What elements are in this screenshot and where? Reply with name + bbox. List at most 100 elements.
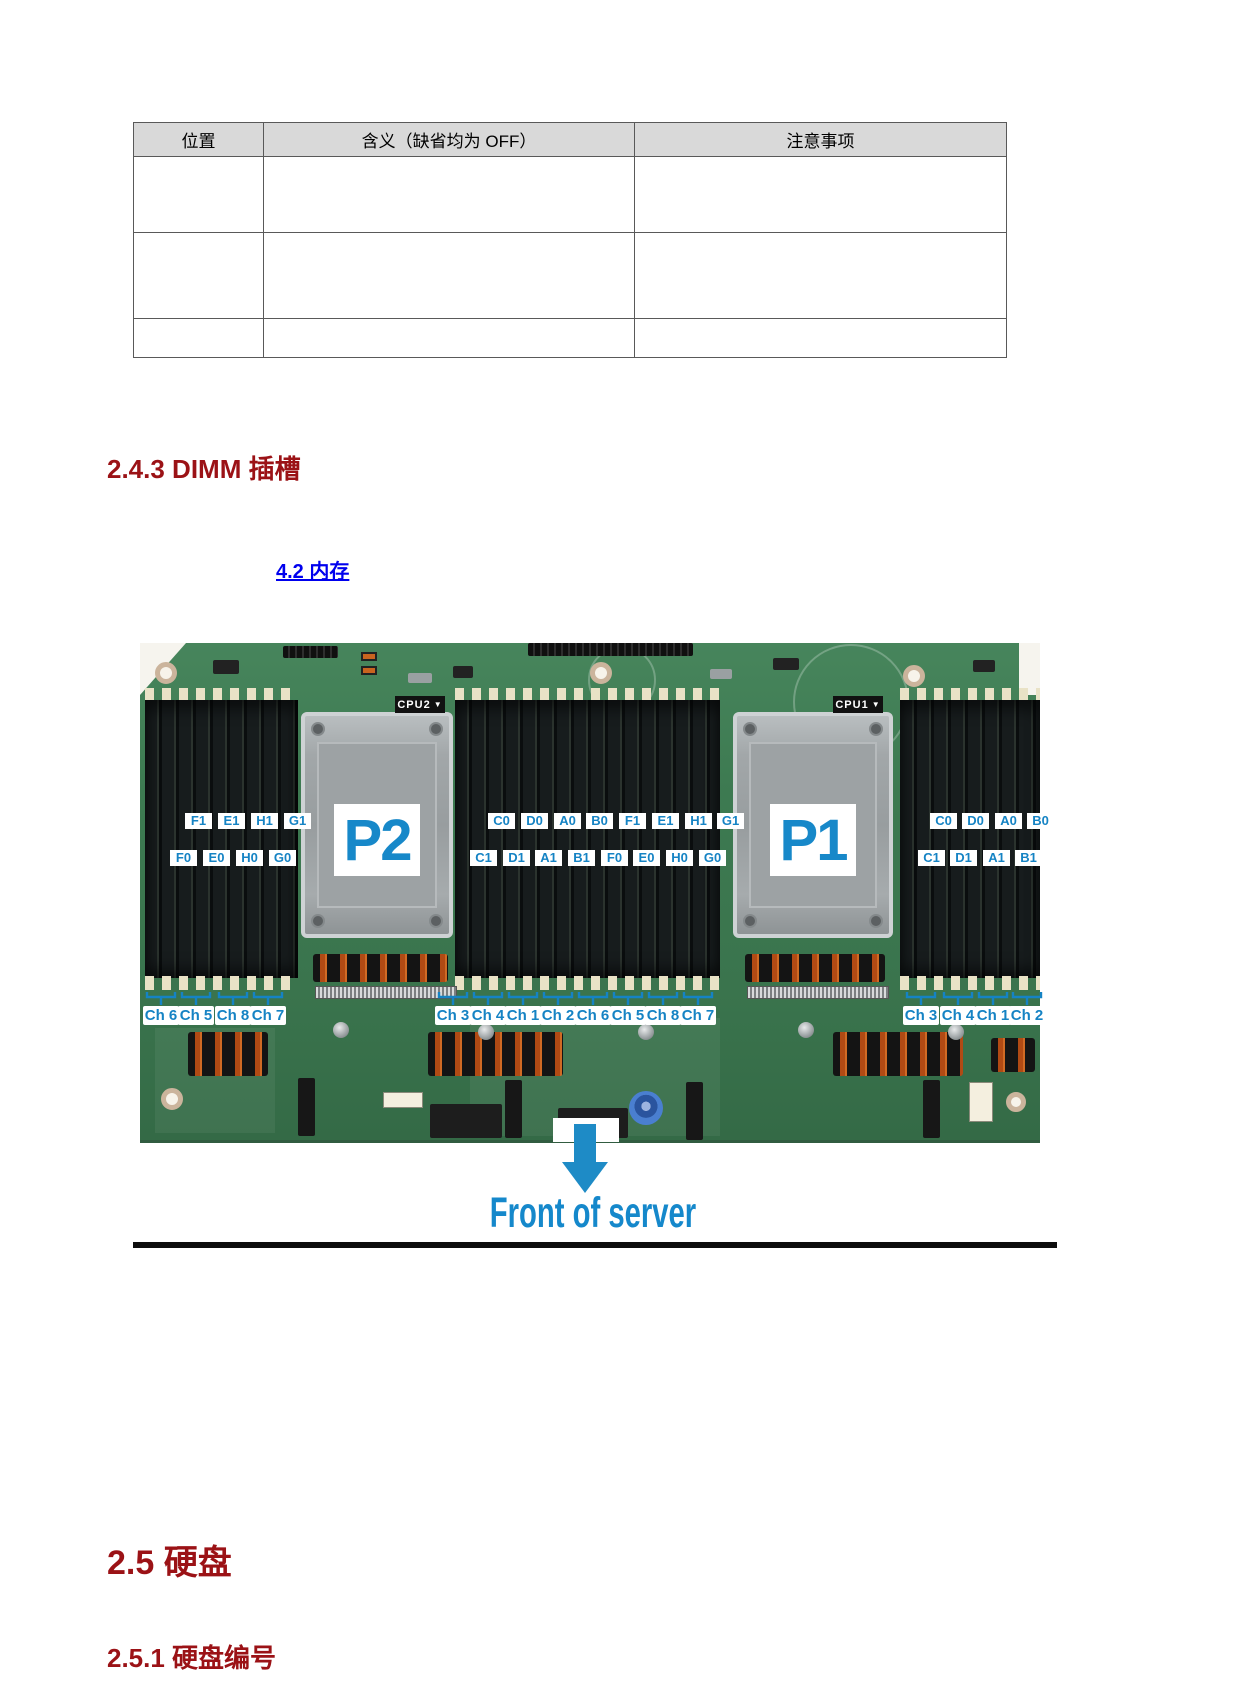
vrm-components bbox=[188, 1032, 268, 1076]
dimm-slot-label-d1: D1 bbox=[503, 850, 530, 866]
channel-bracket-icon bbox=[250, 991, 286, 1005]
dimm-slot-label-h0: H0 bbox=[236, 850, 263, 866]
table-cell bbox=[634, 232, 1007, 319]
dimm-slot-label-e1: E1 bbox=[218, 813, 245, 829]
bottom-connector bbox=[923, 1080, 940, 1138]
channel-label-ch3: Ch 3 bbox=[435, 1006, 471, 1025]
vrm-components bbox=[313, 954, 448, 982]
cpu1-tag: CPU1▼ bbox=[833, 696, 883, 713]
socket-screw bbox=[869, 722, 883, 736]
dimm-slot-figure: P2 P1 CPU2▼ CPU1▼ bbox=[133, 640, 1057, 1250]
triangle-down-icon: ▼ bbox=[433, 700, 443, 709]
col-header-notes: 注意事项 bbox=[634, 122, 1007, 157]
channel-bracket-icon bbox=[435, 991, 471, 1005]
dimm-clip-row bbox=[145, 688, 298, 702]
channel-bracket-icon bbox=[1009, 991, 1045, 1005]
channel-bracket-icon bbox=[540, 991, 576, 1005]
bottom-connector-wide bbox=[430, 1104, 502, 1138]
dimm-clip-row bbox=[900, 976, 1040, 990]
channel-bracket-icon bbox=[680, 991, 716, 1005]
white-connector bbox=[969, 1082, 993, 1122]
capacitor bbox=[333, 1022, 349, 1038]
table-header-row: 位置 含义（缺省均为 OFF） 注意事项 bbox=[133, 122, 1007, 157]
channel-bracket-icon bbox=[645, 991, 681, 1005]
table-cell bbox=[263, 156, 635, 233]
photo-corner-cut bbox=[1019, 643, 1040, 695]
dimm-slot-label-f0: F0 bbox=[170, 850, 197, 866]
channel-bracket-icon bbox=[903, 991, 939, 1005]
dimm-slot-label-g0: G0 bbox=[699, 850, 726, 866]
channel-label-ch4: Ch 4 bbox=[470, 1006, 506, 1025]
channel-label-ch6: Ch 6 bbox=[575, 1006, 611, 1025]
dimm-slot-label-b1: B1 bbox=[1015, 850, 1042, 866]
dimm-slot-label-c0: C0 bbox=[930, 813, 957, 829]
channel-bracket-icon bbox=[505, 991, 541, 1005]
dimm-bank-left bbox=[145, 700, 298, 978]
top-connector bbox=[283, 646, 338, 658]
chip bbox=[773, 658, 799, 670]
pin-connector bbox=[315, 986, 457, 999]
socket-screw bbox=[311, 914, 325, 928]
dimm-bank-middle bbox=[455, 700, 720, 978]
capacitor bbox=[798, 1022, 814, 1038]
socket-screw bbox=[429, 914, 443, 928]
link-line: 4.2 内存 bbox=[276, 555, 349, 584]
dimm-slot-label-h1: H1 bbox=[251, 813, 278, 829]
capacitor bbox=[638, 1024, 654, 1040]
dimm-slot-label-e0: E0 bbox=[203, 850, 230, 866]
table-cell bbox=[263, 318, 635, 358]
cpu1-tag-text: CPU1 bbox=[835, 698, 869, 711]
channel-label-ch5: Ch 5 bbox=[178, 1006, 214, 1025]
channel-label-ch4: Ch 4 bbox=[940, 1006, 976, 1025]
bottom-connector bbox=[505, 1080, 522, 1138]
dimm-bank-right bbox=[900, 700, 1040, 978]
table-cell bbox=[133, 318, 264, 358]
table-cell bbox=[133, 156, 264, 233]
dimm-slot-label-b0: B0 bbox=[586, 813, 613, 829]
jumper-block bbox=[361, 652, 377, 661]
memory-section-link[interactable]: 4.2 内存 bbox=[276, 561, 350, 583]
dimm-slot-label-g1: G1 bbox=[717, 813, 744, 829]
dimm-slot-label-h1: H1 bbox=[685, 813, 712, 829]
chip bbox=[710, 669, 732, 679]
dimm-slot-label-e0: E0 bbox=[633, 850, 660, 866]
channel-bracket-icon bbox=[215, 991, 251, 1005]
mounting-hole bbox=[590, 662, 612, 684]
table-cell bbox=[133, 232, 264, 319]
pin-connector bbox=[747, 986, 889, 999]
channel-label-ch2: Ch 2 bbox=[540, 1006, 576, 1025]
dimm-slot-label-f0: F0 bbox=[601, 850, 628, 866]
channel-bracket-icon bbox=[610, 991, 646, 1005]
channel-label-ch5: Ch 5 bbox=[610, 1006, 646, 1025]
dimm-slot-label-b0: B0 bbox=[1027, 813, 1054, 829]
mounting-hole bbox=[903, 665, 925, 687]
dimm-slot-label-g1: G1 bbox=[284, 813, 311, 829]
channel-label-ch1: Ch 1 bbox=[975, 1006, 1011, 1025]
channel-bracket-icon bbox=[575, 991, 611, 1005]
dimm-slot-label-f1: F1 bbox=[619, 813, 646, 829]
dimm-slot-label-g0: G0 bbox=[269, 850, 296, 866]
col-header-meaning: 含义（缺省均为 OFF） bbox=[263, 122, 635, 157]
figure-bottom-border bbox=[133, 1242, 1057, 1248]
dimm-slot-label-c1: C1 bbox=[470, 850, 497, 866]
channel-bracket-icon bbox=[975, 991, 1011, 1005]
channel-label-ch8: Ch 8 bbox=[215, 1006, 251, 1025]
vrm-components bbox=[745, 954, 885, 982]
dimm-slot-label-d1: D1 bbox=[950, 850, 977, 866]
chip bbox=[213, 660, 239, 674]
socket-screw bbox=[429, 722, 443, 736]
channel-bracket-icon bbox=[178, 991, 214, 1005]
front-arrow-icon bbox=[574, 1124, 596, 1164]
vrm-components bbox=[833, 1032, 963, 1076]
blue-thumbscrew bbox=[629, 1091, 663, 1125]
table-row bbox=[133, 232, 1007, 319]
section-heading-2-5-1: 2.5.1 硬盘编号 bbox=[107, 1643, 277, 1673]
vrm-components bbox=[428, 1032, 563, 1076]
p2-label-box: P2 bbox=[334, 804, 420, 876]
cpu1-socket: P1 bbox=[733, 712, 893, 938]
chip bbox=[453, 666, 473, 678]
jumper-table: 位置 含义（缺省均为 OFF） 注意事项 bbox=[133, 122, 1007, 358]
section-heading-2-4-3: 2.4.3 DIMM 插槽 bbox=[107, 454, 301, 484]
capacitor bbox=[948, 1024, 964, 1040]
